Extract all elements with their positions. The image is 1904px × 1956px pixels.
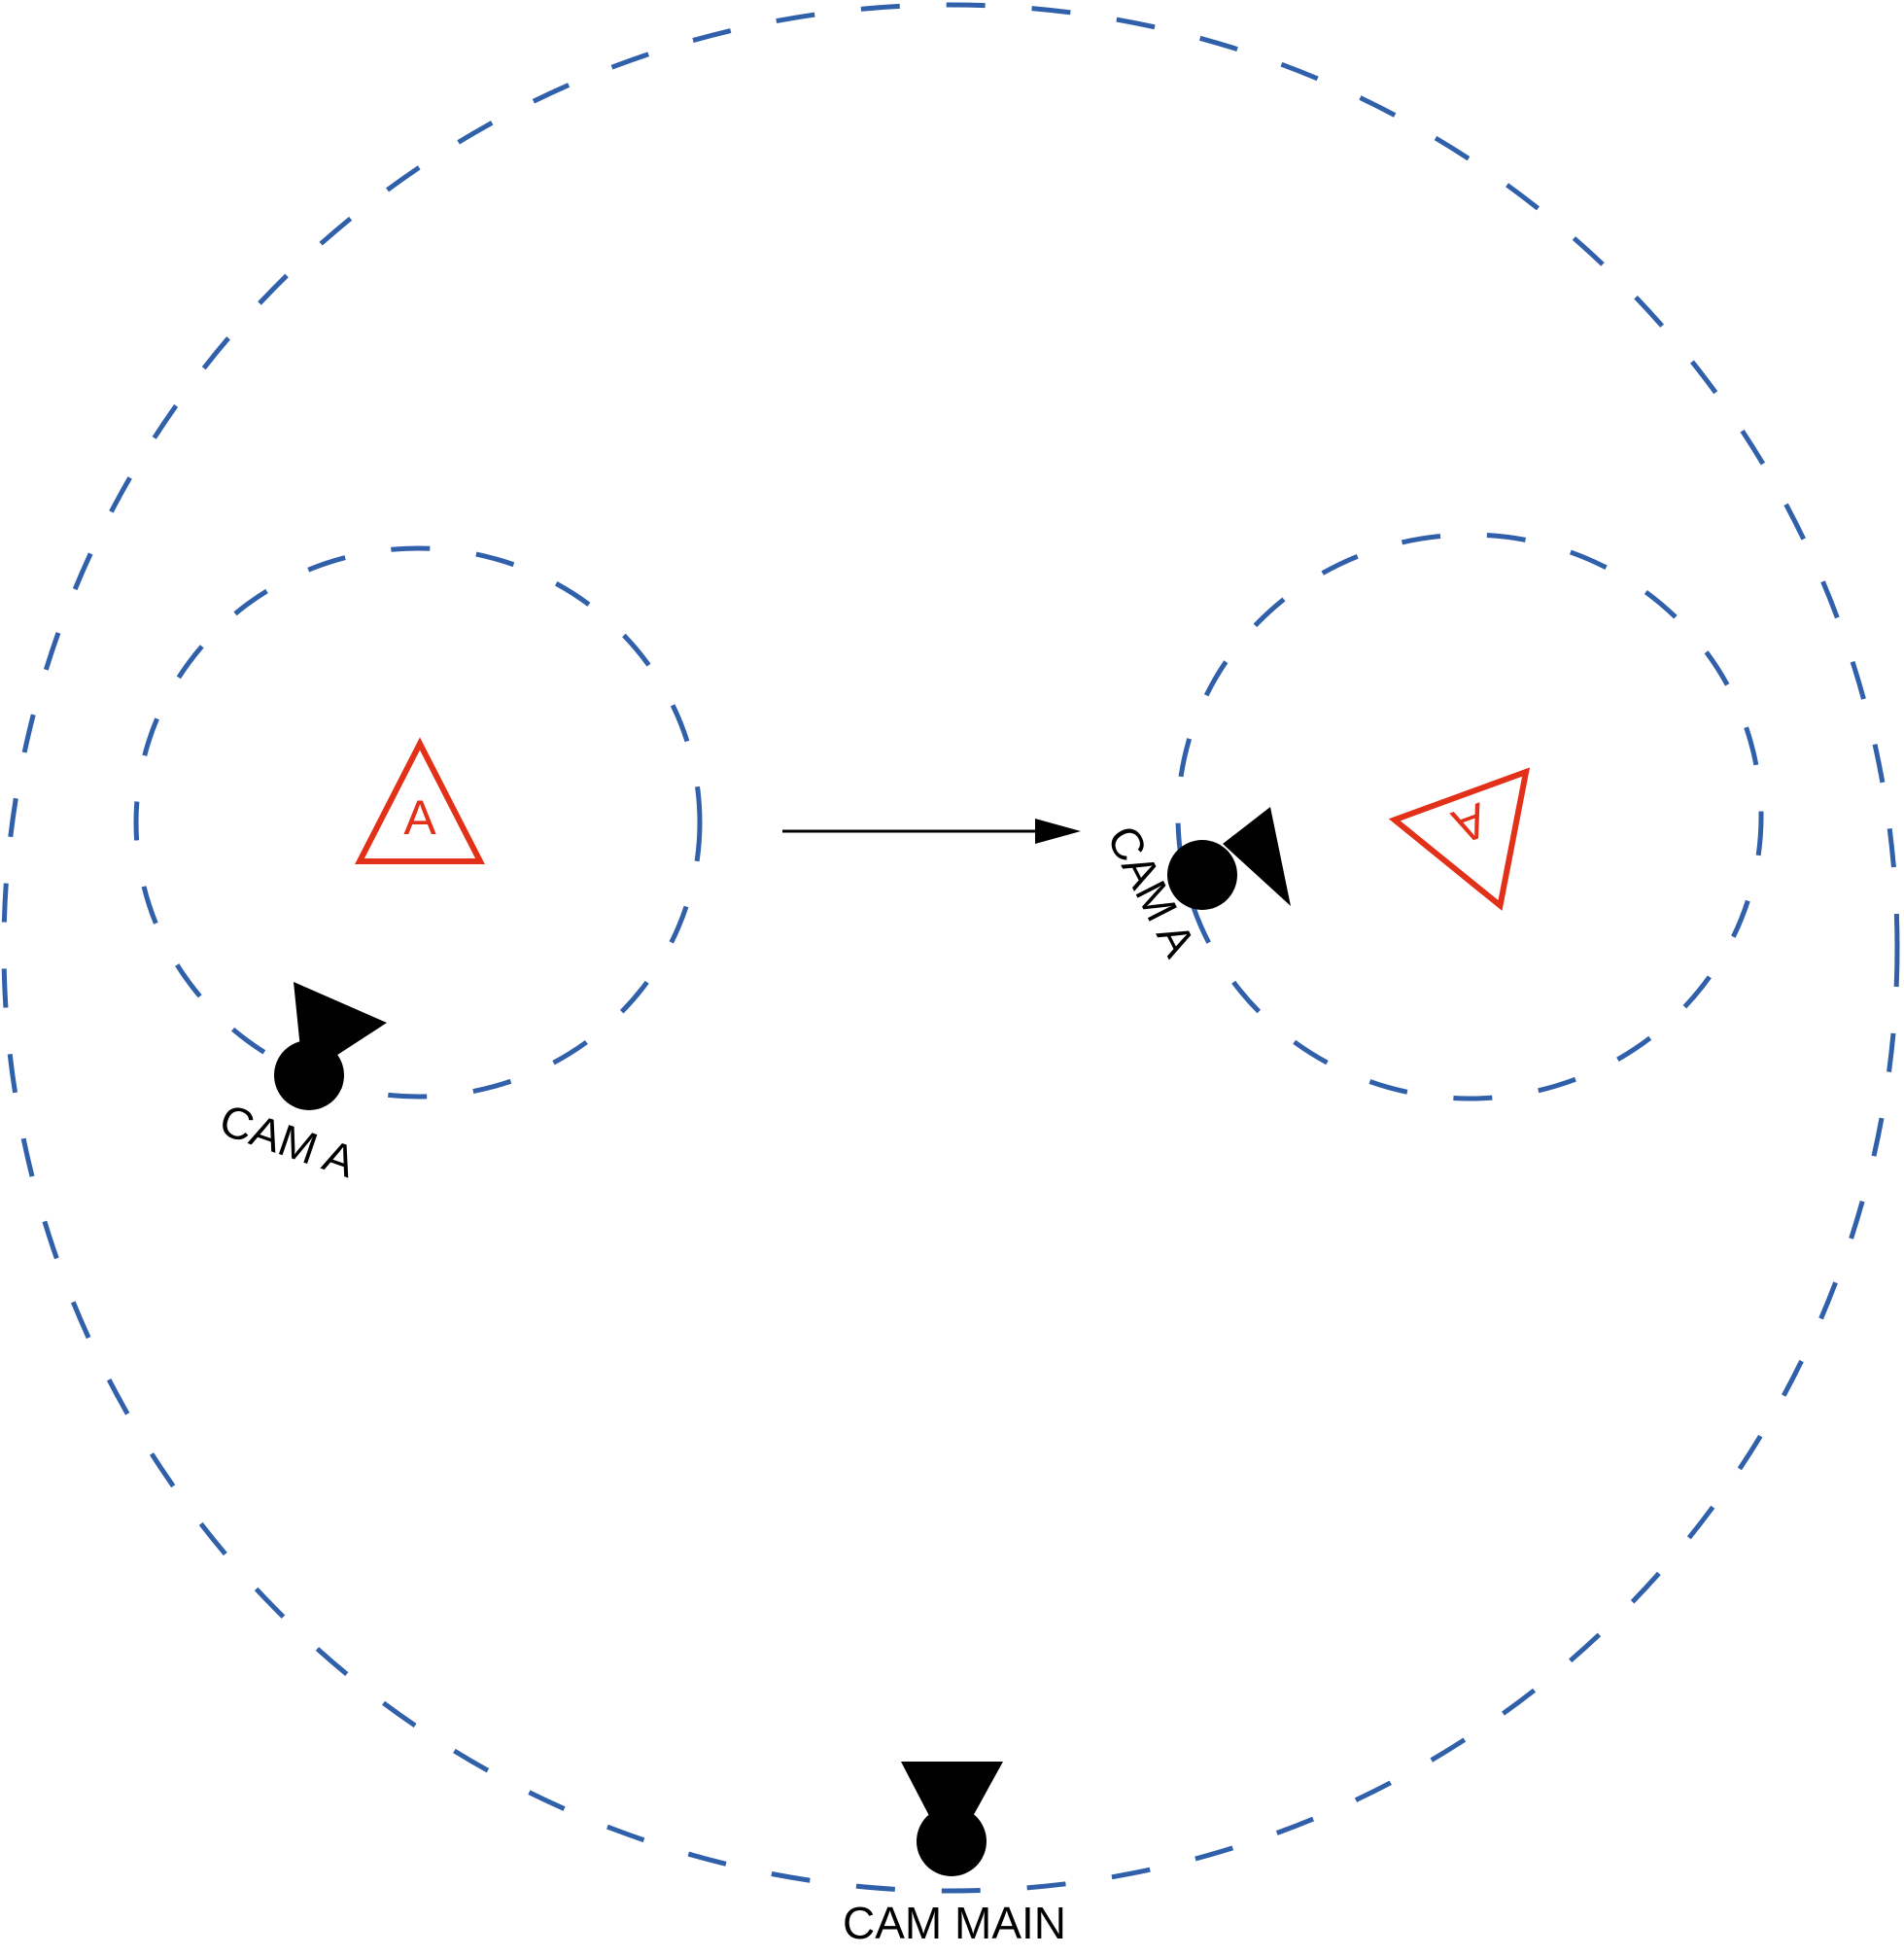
camera-icon: [1167, 807, 1291, 910]
camera-body: [917, 1806, 987, 1876]
arrow-right-icon: [782, 819, 1081, 844]
cam-a-end: CAM A: [1097, 807, 1291, 964]
subject-a-start: A: [355, 737, 485, 864]
cam-main: CAM MAIN: [843, 1762, 1066, 1948]
subject-triangle-icon: [355, 737, 485, 864]
subject-letter: A: [1445, 792, 1495, 855]
subject-triangle-icon: [1388, 767, 1531, 911]
camera-body: [1167, 840, 1237, 910]
camera-body: [274, 1040, 344, 1110]
cam-a-start: CAM A: [214, 982, 387, 1187]
main-coverage-circle: [1, 2, 1900, 1894]
subject-a-end: A: [1388, 767, 1531, 911]
subject-letter: A: [403, 790, 436, 845]
camera-icon: [274, 982, 387, 1110]
start-position-circle: [133, 545, 703, 1100]
movement-arrow-head: [1035, 819, 1081, 844]
camera-icon: [901, 1762, 1003, 1876]
camera-lens-cone: [1223, 807, 1291, 906]
end-position-circle: [1175, 532, 1764, 1101]
camera-label: CAM A: [214, 1094, 363, 1187]
camera-label: CAM MAIN: [843, 1898, 1066, 1948]
